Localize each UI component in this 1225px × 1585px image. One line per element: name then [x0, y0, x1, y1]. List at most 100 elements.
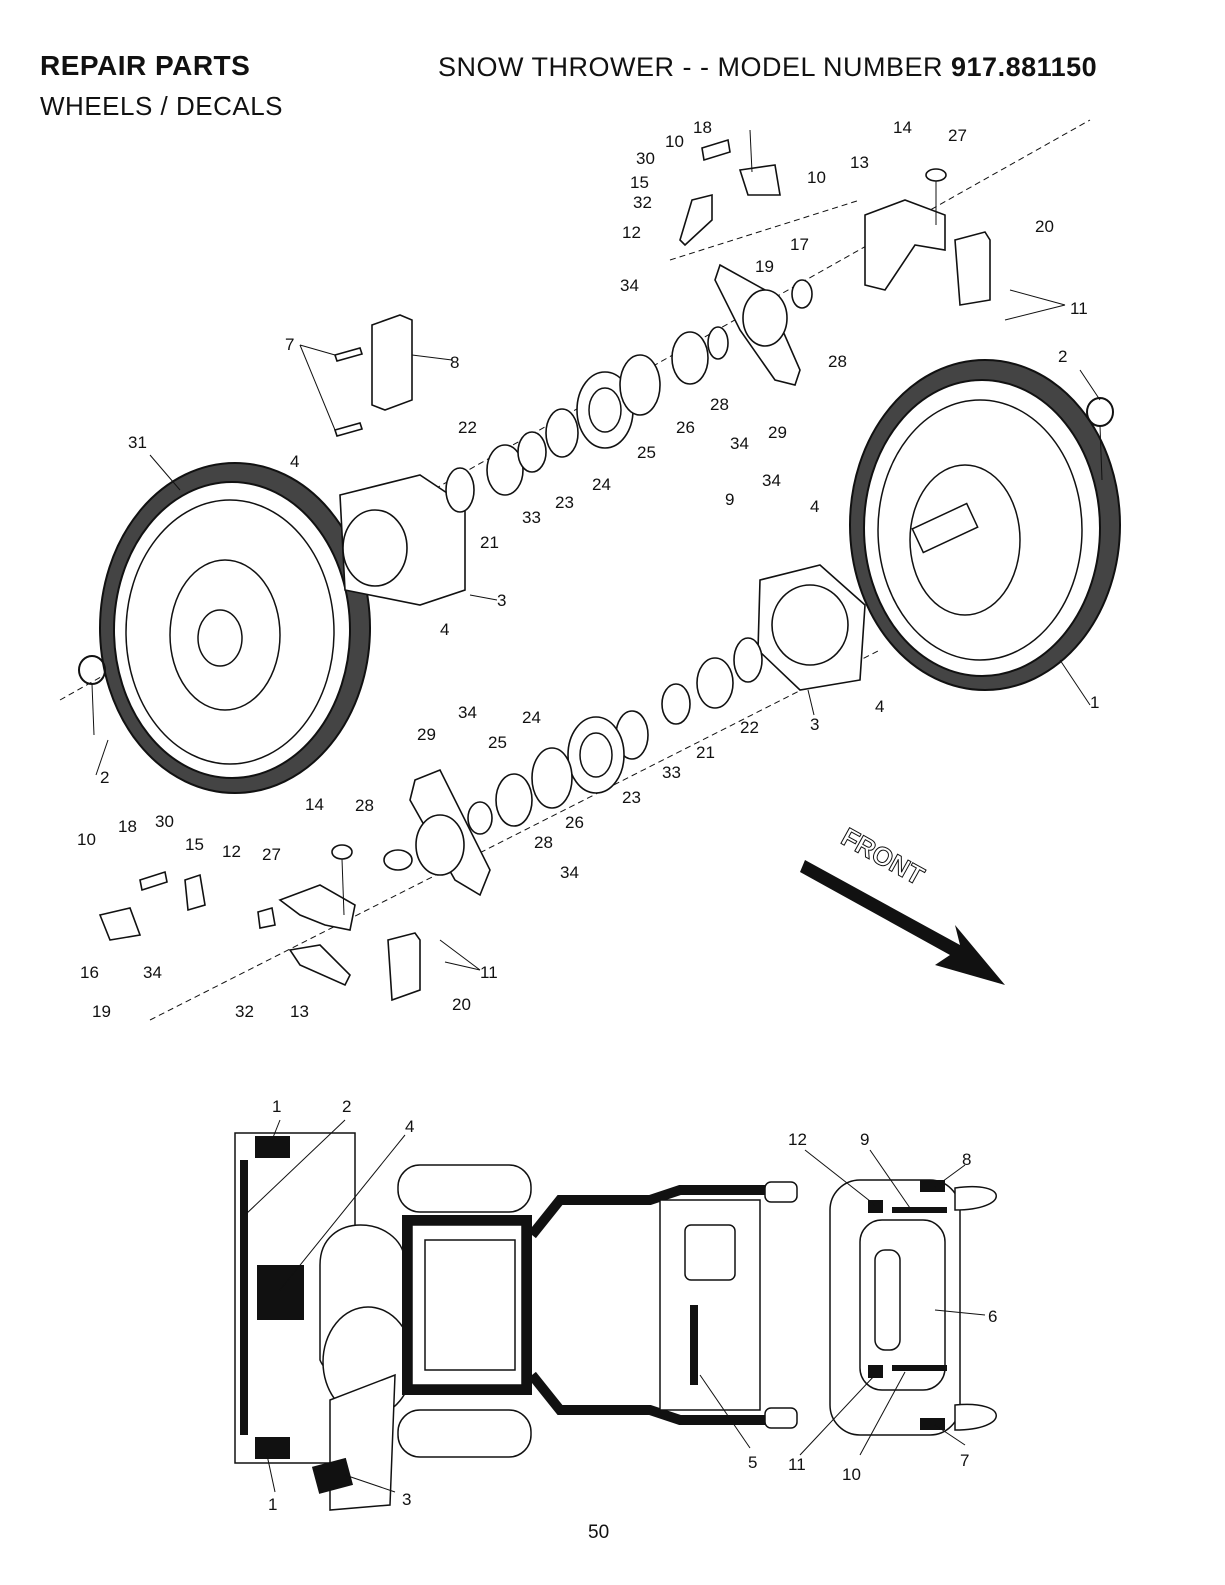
- flange-bore: [743, 290, 787, 346]
- lynch-pin: [79, 656, 105, 684]
- callout-3: 3: [810, 715, 819, 734]
- callout-22: 22: [740, 718, 759, 737]
- handle-bar: [955, 1404, 996, 1430]
- callout-34: 34: [143, 963, 162, 982]
- callout-25: 25: [488, 733, 507, 752]
- callout-15: 15: [630, 173, 649, 192]
- wheels-exploded-view: [60, 120, 1120, 1020]
- callout-34: 34: [762, 471, 781, 490]
- callout-4: 4: [405, 1117, 414, 1136]
- decal-strip: [240, 1160, 248, 1435]
- callout-2: 2: [100, 768, 109, 787]
- bracket: [388, 933, 420, 1000]
- callout-8: 8: [450, 353, 459, 372]
- lynch-pin: [1087, 398, 1113, 426]
- callout-27: 27: [262, 845, 281, 864]
- callout-31: 31: [128, 433, 147, 452]
- callout-29: 29: [417, 725, 436, 744]
- decal-4: [257, 1265, 304, 1320]
- decal-5: [690, 1305, 698, 1385]
- callout-9: 9: [725, 490, 734, 509]
- callout-16: 16: [80, 963, 99, 982]
- callout-1: 1: [1090, 693, 1099, 712]
- callout-5: 5: [748, 1453, 757, 1472]
- ring: [662, 684, 690, 724]
- callout-11: 11: [1070, 299, 1088, 318]
- hub: [672, 332, 708, 384]
- callout-26: 26: [676, 418, 695, 437]
- ring: [446, 468, 474, 512]
- callout-2: 2: [342, 1097, 351, 1116]
- tire-top-view: [398, 1410, 531, 1457]
- washer: [384, 850, 412, 870]
- page-number: 50: [588, 1522, 609, 1544]
- front-direction-arrow: FRONT: [800, 821, 1005, 985]
- callout-21: 21: [696, 743, 715, 762]
- lever: [740, 165, 780, 195]
- callout-18: 18: [118, 817, 137, 836]
- front-label: FRONT: [836, 821, 929, 891]
- callout-11: 11: [480, 963, 498, 982]
- decal-1-bottom: [255, 1437, 290, 1459]
- callout-12: 12: [788, 1130, 807, 1149]
- callout-10: 10: [665, 132, 684, 151]
- decal-7: [920, 1418, 945, 1430]
- callout-4: 4: [810, 497, 819, 516]
- callout-32: 32: [235, 1002, 254, 1021]
- callout-30: 30: [155, 812, 174, 831]
- callout-20: 20: [452, 995, 471, 1014]
- callout-20: 20: [1035, 217, 1054, 236]
- handle-grip: [765, 1408, 797, 1428]
- callout-2: 2: [1058, 347, 1067, 366]
- handle-bar: [955, 1187, 996, 1210]
- callout-1: 1: [272, 1097, 281, 1116]
- callout-23: 23: [555, 493, 574, 512]
- bolt: [335, 423, 362, 436]
- callout-22: 22: [458, 418, 477, 437]
- clip: [185, 875, 205, 910]
- callout-1: 1: [268, 1495, 277, 1514]
- callout-6: 6: [988, 1307, 997, 1326]
- callout-32: 32: [633, 193, 652, 212]
- callout-12: 12: [222, 842, 241, 861]
- hub: [496, 774, 532, 826]
- ring: [518, 432, 546, 472]
- decal-10: [892, 1365, 947, 1371]
- right-housing-bore: [772, 585, 848, 665]
- key: [258, 908, 275, 928]
- callout-3: 3: [402, 1490, 411, 1509]
- bracket: [955, 232, 990, 305]
- callout-34: 34: [458, 703, 477, 722]
- callout-9: 9: [860, 1130, 869, 1149]
- callout-26: 26: [565, 813, 584, 832]
- callout-34: 34: [730, 434, 749, 453]
- callout-18: 18: [693, 118, 712, 137]
- callout-7: 7: [960, 1451, 969, 1470]
- left-wheel: [100, 463, 370, 793]
- spring: [140, 872, 167, 890]
- callout-7: 7: [285, 335, 294, 354]
- callout-27: 27: [948, 126, 967, 145]
- callout-19: 19: [92, 1002, 111, 1021]
- callout-3: 3: [497, 591, 506, 610]
- callout-25: 25: [637, 443, 656, 462]
- spring: [702, 140, 730, 160]
- lever: [100, 908, 140, 940]
- callout-28: 28: [534, 833, 553, 852]
- callout-4: 4: [875, 697, 884, 716]
- callout-34: 34: [560, 863, 579, 882]
- callout-29: 29: [768, 423, 787, 442]
- callout-10: 10: [842, 1465, 861, 1484]
- sprocket: [697, 658, 733, 708]
- callout-14: 14: [305, 795, 324, 814]
- callout-17: 17: [790, 235, 809, 254]
- callout-33: 33: [662, 763, 681, 782]
- callout-10: 10: [77, 830, 96, 849]
- tire-top-view: [398, 1165, 531, 1212]
- callout-4: 4: [290, 452, 299, 471]
- callout-33: 33: [522, 508, 541, 527]
- callout-24: 24: [592, 475, 611, 494]
- ring: [734, 638, 762, 682]
- callout-34: 34: [620, 276, 639, 295]
